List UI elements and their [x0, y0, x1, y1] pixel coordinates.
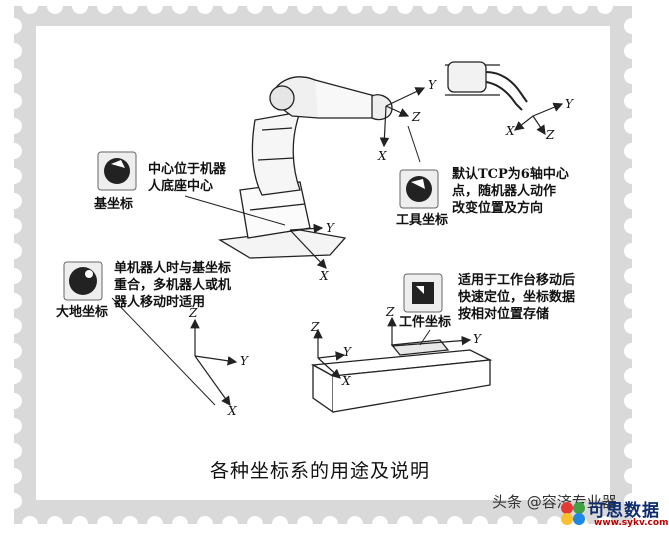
axis-label-z: Z [189, 306, 198, 320]
robot-arm-illustration [218, 76, 393, 259]
diagram-caption: 各种坐标系的用途及说明 [209, 460, 430, 482]
watermark-url: www.sykv.com [594, 518, 669, 528]
base-frame-icon [97, 151, 137, 191]
axis-label-y: Y [343, 345, 351, 359]
tool-description-line: 改变位置及方向 [452, 201, 544, 216]
world-frame-name: 大地坐标 [56, 305, 109, 320]
work-object-description-line: 适用于工作台移动后 [458, 273, 576, 288]
tool-frame-description: 默认TCP为6轴中心 点，随机器人动作 改变位置及方向 [452, 166, 569, 217]
axis-label-z: Z [546, 128, 555, 142]
tool-description-line: 点，随机器人动作 [452, 184, 557, 199]
axis-label-y: Y [428, 78, 436, 92]
watermark-brand: 可思数据 [588, 501, 660, 521]
axis-label-y: Y [473, 332, 481, 346]
work-object-frame-name: 工件坐标 [399, 315, 452, 330]
watermark-logo-icon [561, 502, 585, 525]
axis-label-x: X [506, 124, 515, 138]
tool-frame-icon [399, 169, 439, 209]
work-object-frame-icon [403, 273, 443, 313]
axis-label-y: Y [240, 354, 248, 368]
coordinate-axes [190, 87, 564, 406]
work-table-illustration [310, 339, 493, 414]
axis-label-y: Y [565, 97, 573, 111]
world-description-line: 重合，多机器人或机 [114, 278, 232, 293]
world-description-line: 单机器人时与基坐标 [114, 261, 232, 276]
base-frame-description: 中心位于机器 人底座中心 [148, 161, 226, 195]
base-frame-name: 基坐标 [94, 197, 134, 212]
world-description-line: 器人移动时适用 [114, 295, 206, 310]
axis-label-z: Z [412, 110, 421, 124]
world-frame-icon [63, 261, 103, 301]
axis-label-z: Z [311, 320, 320, 334]
work-object-description-line: 快速定位，坐标数据 [458, 290, 576, 305]
axis-label-x: X [228, 404, 237, 418]
axis-label-y: Y [326, 221, 334, 235]
axis-label-x: X [342, 374, 351, 388]
work-object-frame-description: 适用于工作台移动后 快速定位，坐标数据 按相对位置存储 [458, 272, 575, 323]
tool-description-line: 默认TCP为6轴中心 [452, 167, 569, 182]
base-description-line: 中心位于机器 [148, 162, 227, 177]
tool-frame-name: 工具坐标 [396, 213, 449, 228]
watermark-author: 头条 @容济专业器 [492, 493, 617, 511]
leader-lines [111, 125, 431, 406]
axis-label-z: Z [386, 305, 395, 319]
axis-label-x: X [320, 269, 329, 283]
work-object-description-line: 按相对位置存储 [458, 307, 550, 322]
base-description-line: 人底座中心 [148, 179, 214, 194]
axis-label-x: X [378, 149, 387, 163]
world-frame-description: 单机器人时与基坐标 重合，多机器人或机 器人移动时适用 [114, 260, 231, 311]
tool-head-inset [445, 61, 528, 111]
